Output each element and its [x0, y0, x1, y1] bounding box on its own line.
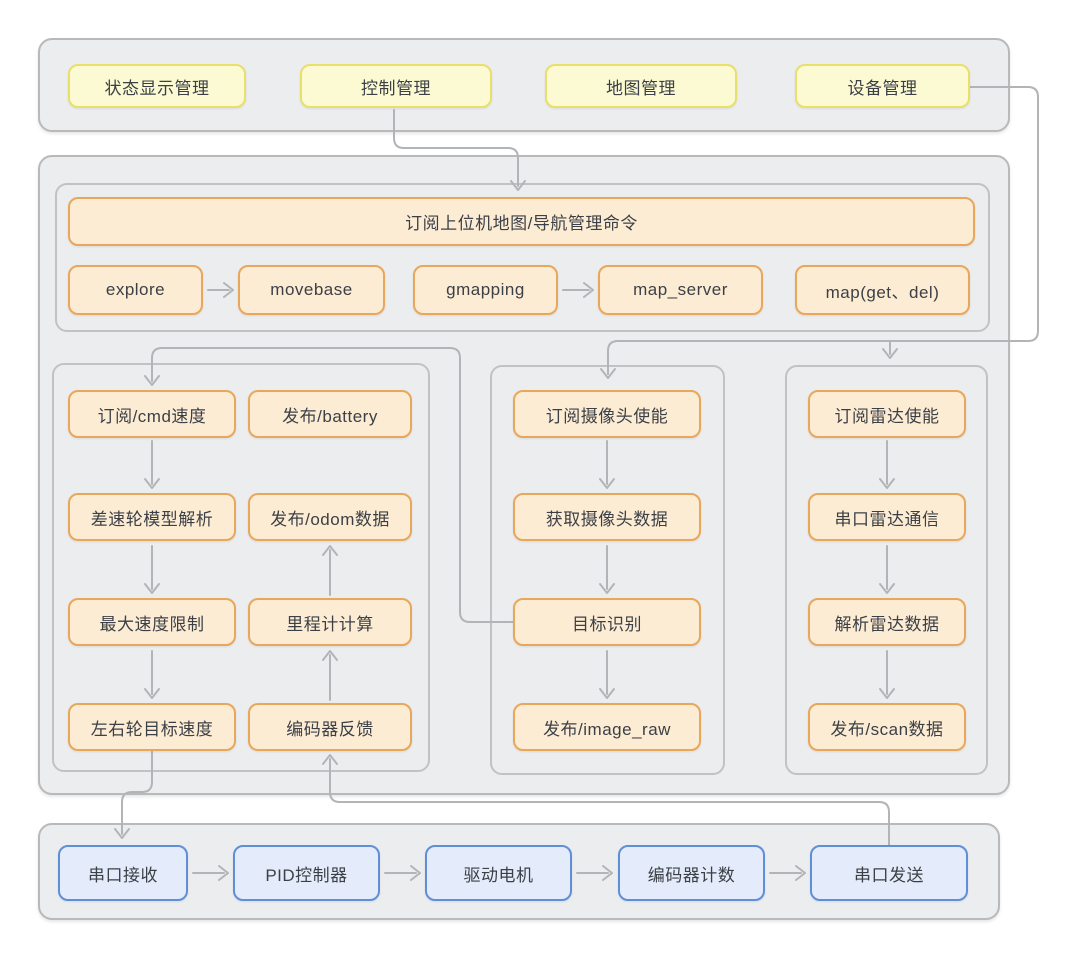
node-status-display-mgmt: 状态显示管理	[68, 64, 246, 108]
node-serial-receive: 串口接收	[58, 845, 188, 901]
node-map-mgmt: 地图管理	[545, 64, 737, 108]
node-wheel-target-speed: 左右轮目标速度	[68, 703, 236, 751]
node-odometer-calc: 里程计计算	[248, 598, 412, 646]
node-subscribe-host-map-nav-cmd: 订阅上位机地图/导航管理命令	[68, 197, 975, 246]
node-drive-motor: 驱动电机	[425, 845, 572, 901]
node-subscribe-cmd-vel: 订阅/cmd速度	[68, 390, 236, 438]
node-control-mgmt: 控制管理	[300, 64, 492, 108]
node-target-recognition: 目标识别	[513, 598, 701, 646]
node-publish-scan-data: 发布/scan数据	[808, 703, 966, 751]
node-publish-battery: 发布/battery	[248, 390, 412, 438]
node-max-speed-limit: 最大速度限制	[68, 598, 236, 646]
node-serial-send: 串口发送	[810, 845, 968, 901]
node-get-camera-data: 获取摄像头数据	[513, 493, 701, 541]
node-parse-lidar-data: 解析雷达数据	[808, 598, 966, 646]
node-pid-controller: PID控制器	[233, 845, 380, 901]
node-diff-wheel-model-parse: 差速轮模型解析	[68, 493, 236, 541]
node-encoder-count: 编码器计数	[618, 845, 765, 901]
node-device-mgmt: 设备管理	[795, 64, 970, 108]
node-serial-lidar-comm: 串口雷达通信	[808, 493, 966, 541]
node-map-server: map_server	[598, 265, 763, 315]
node-subscribe-lidar-enable: 订阅雷达使能	[808, 390, 966, 438]
node-encoder-feedback: 编码器反馈	[248, 703, 412, 751]
node-map-get-del: map(get、del)	[795, 265, 970, 315]
node-movebase: movebase	[238, 265, 385, 315]
node-explore: explore	[68, 265, 203, 315]
node-publish-odom: 发布/odom数据	[248, 493, 412, 541]
node-publish-image-raw: 发布/image_raw	[513, 703, 701, 751]
node-subscribe-camera-enable: 订阅摄像头使能	[513, 390, 701, 438]
node-gmapping: gmapping	[413, 265, 558, 315]
